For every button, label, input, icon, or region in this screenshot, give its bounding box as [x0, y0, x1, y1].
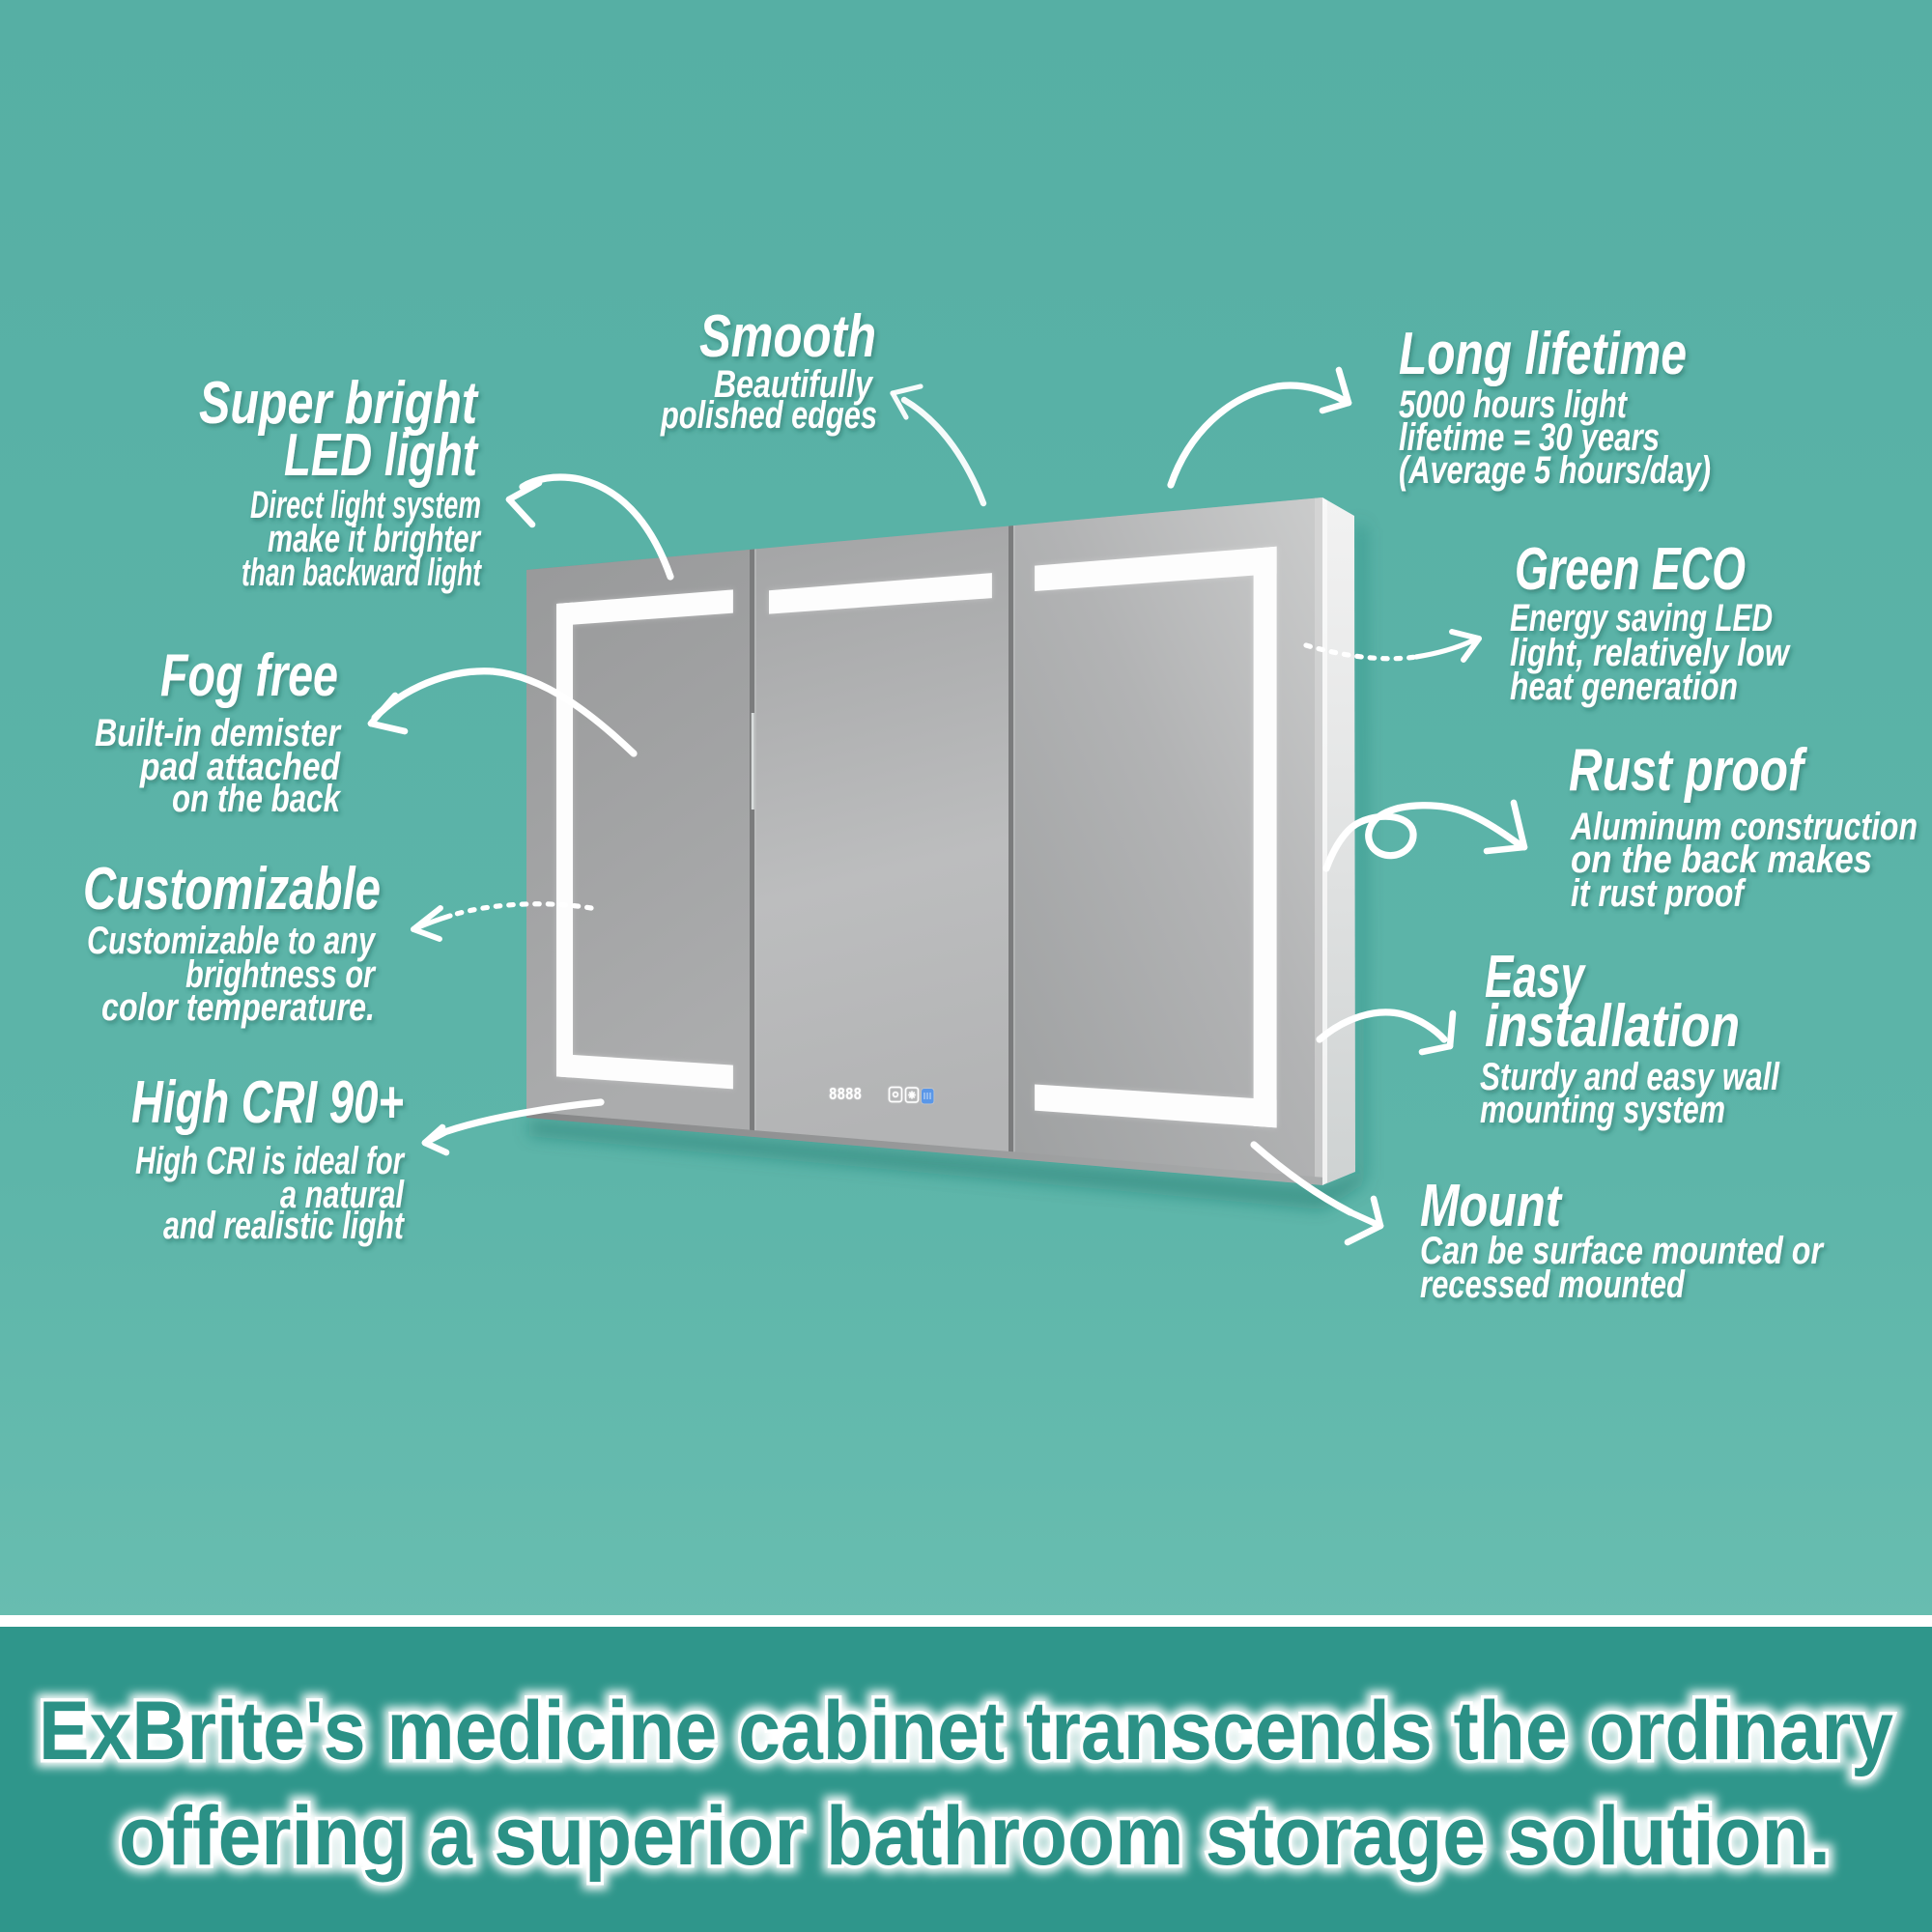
- svg-text:recessed mounted: recessed mounted: [1420, 1264, 1686, 1306]
- svg-text:offering a superior bathroom s: offering a superior bathroom storage sol…: [119, 1790, 1831, 1883]
- svg-text:Energy saving LED: Energy saving LED: [1510, 597, 1773, 639]
- svg-text:lifetime = 30 years: lifetime = 30 years: [1399, 416, 1660, 459]
- svg-text:than backward light: than backward light: [242, 552, 482, 594]
- svg-text:make it brighter: make it brighter: [268, 518, 482, 560]
- svg-text:Customizable to any: Customizable to any: [87, 920, 376, 962]
- svg-text:Direct light system: Direct light system: [250, 484, 481, 526]
- svg-text:light, relatively low: light, relatively low: [1510, 632, 1791, 674]
- svg-text:High CRI is ideal for: High CRI is ideal for: [135, 1140, 406, 1182]
- svg-text:offering a superior bathroom s: offering a superior bathroom storage sol…: [119, 1790, 1831, 1883]
- svg-text:Long lifetime: Long lifetime: [1399, 321, 1687, 387]
- svg-text:heat generation: heat generation: [1510, 666, 1738, 708]
- svg-text:color temperature.: color temperature.: [101, 986, 375, 1029]
- svg-text:High CRI 90+: High CRI 90+: [131, 1069, 404, 1136]
- svg-text:Built-in demister: Built-in demister: [95, 712, 342, 754]
- svg-text:mounting system: mounting system: [1480, 1089, 1725, 1131]
- svg-text:on the back makes: on the back makes: [1571, 838, 1872, 881]
- svg-text:Mount: Mount: [1420, 1173, 1563, 1239]
- svg-text:pad attached: pad attached: [139, 746, 341, 788]
- svg-text:Sturdy and easy wall: Sturdy and easy wall: [1480, 1056, 1780, 1098]
- svg-text:Can be surface mounted or: Can be surface mounted or: [1420, 1230, 1825, 1272]
- svg-text:Beautifully: Beautifully: [714, 363, 873, 406]
- svg-text:Rust proof: Rust proof: [1569, 737, 1807, 804]
- svg-text:and realistic light: and realistic light: [163, 1205, 405, 1247]
- svg-text:ExBrite's medicine cabinet tra: ExBrite's medicine cabinet transcends th…: [39, 1685, 1893, 1777]
- svg-text:ExBrite's medicine cabinet tra: ExBrite's medicine cabinet transcends th…: [39, 1685, 1893, 1777]
- svg-text:brightness or: brightness or: [185, 953, 377, 996]
- svg-text:5000 hours light: 5000 hours light: [1399, 384, 1628, 426]
- svg-text:Fog free: Fog free: [160, 642, 338, 709]
- svg-text:Aluminum construction: Aluminum construction: [1570, 806, 1918, 848]
- svg-text:on the back: on the back: [172, 778, 341, 820]
- svg-text:LED light: LED light: [284, 422, 479, 489]
- svg-text:it rust proof: it rust proof: [1571, 872, 1747, 915]
- svg-text:Easy: Easy: [1485, 944, 1586, 1010]
- svg-text:Smooth: Smooth: [699, 303, 876, 370]
- svg-text:a natural: a natural: [280, 1174, 405, 1216]
- svg-text:8888: 8888: [829, 1086, 862, 1105]
- svg-text:installation: installation: [1485, 993, 1740, 1060]
- svg-text:polished edges: polished edges: [660, 394, 877, 437]
- svg-text:Customizable: Customizable: [83, 856, 381, 923]
- svg-text:Green ECO: Green ECO: [1515, 536, 1746, 603]
- svg-text:(Average 5 hours/day): (Average 5 hours/day): [1399, 449, 1711, 492]
- svg-text:Super bright: Super bright: [199, 370, 479, 437]
